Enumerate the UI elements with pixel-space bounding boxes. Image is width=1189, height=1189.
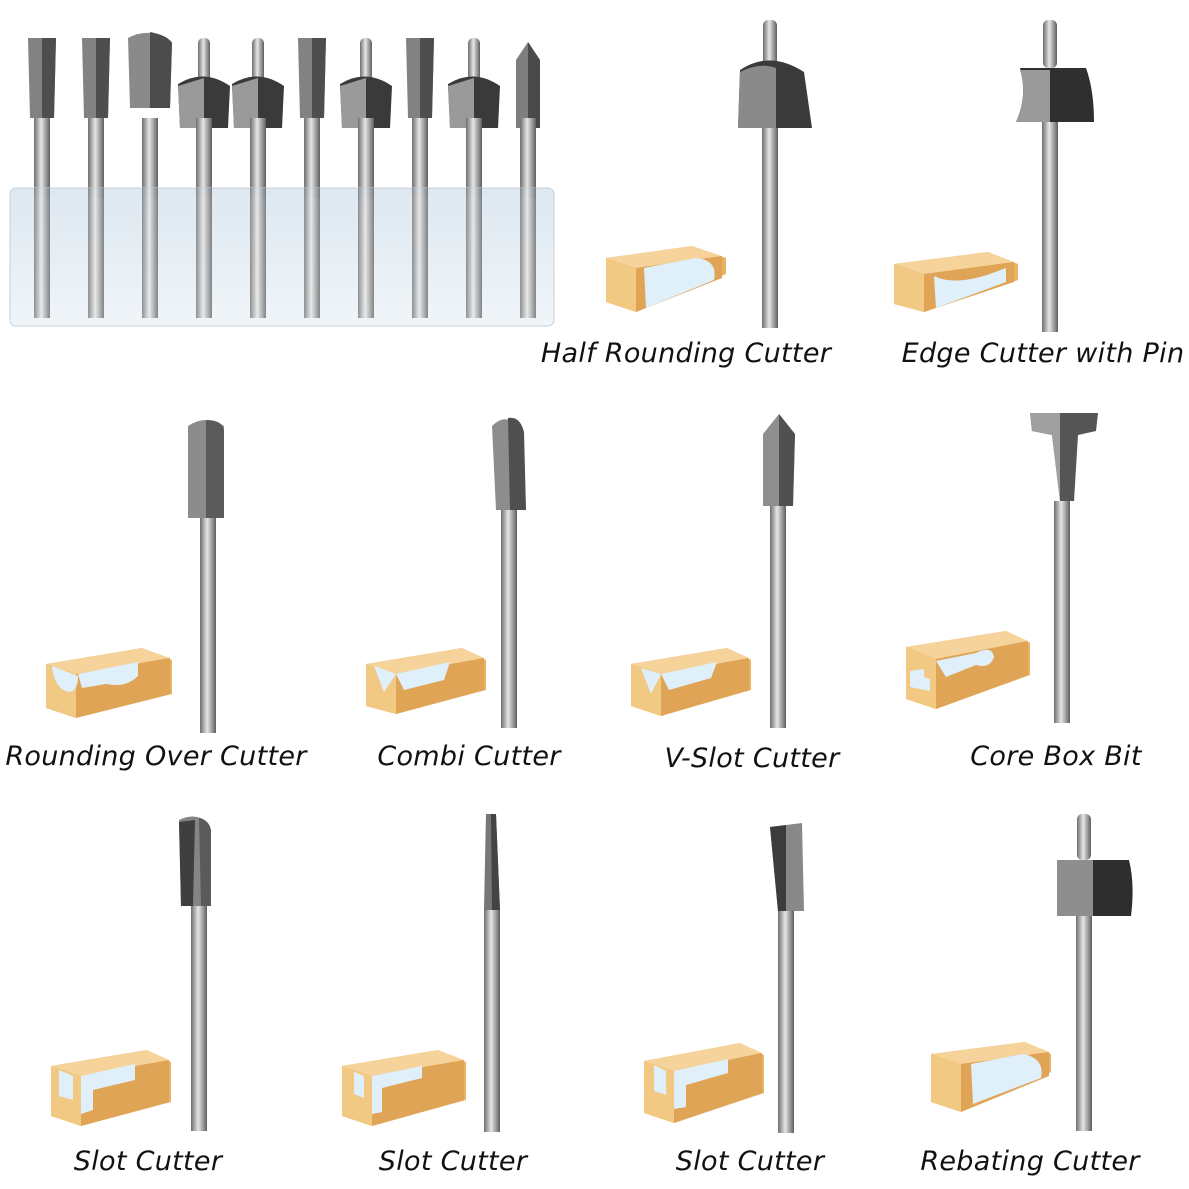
wood-block-square-groove-icon — [342, 1050, 466, 1126]
set-bit-shank — [466, 188, 482, 318]
cutter-cell-slot-medium — [640, 815, 840, 1135]
wood-block-keyhole-icon — [906, 631, 1030, 709]
set-bit-shank — [250, 188, 266, 318]
set-bit-shank — [304, 188, 320, 318]
half-rounding-illustration — [606, 20, 812, 328]
router-bit-set-photo — [9, 32, 555, 327]
set-bit-v-slot-icon — [516, 42, 540, 198]
set-bit-shank — [34, 188, 50, 318]
set-bit-rebating-icon — [178, 38, 230, 198]
set-bit-shank — [142, 188, 158, 318]
cutter-label: Half Rounding Cutter — [540, 338, 832, 369]
rebating-bit-icon — [1057, 814, 1133, 1131]
cutter-cell-combi — [360, 410, 560, 735]
cutter-cell-v-slot — [625, 410, 845, 735]
set-bit-shank — [520, 188, 536, 318]
cutter-cell-core-box — [900, 405, 1120, 730]
core-box-bit-icon — [1030, 413, 1098, 723]
cutter-label: V-Slot Cutter — [664, 743, 840, 774]
wood-block-v-groove-icon — [366, 648, 486, 714]
cutter-label: Core Box Bit — [970, 741, 1142, 772]
v-slot-illustration — [631, 414, 795, 728]
cutter-cell-slot-thin — [338, 810, 538, 1135]
set-bit-core-box-icon — [128, 32, 172, 198]
v-slot-bit-icon — [763, 414, 795, 728]
rounding-over-bit-icon — [188, 420, 224, 733]
cutter-label: Edge Cutter with Pin — [901, 338, 1185, 369]
cutter-label: Slot Cutter — [378, 1146, 528, 1177]
edge-pin-bit-icon — [1016, 20, 1094, 332]
cutter-cell-rebating — [925, 810, 1155, 1135]
combi-bit-icon — [492, 417, 526, 728]
cutter-label: Rounding Over Cutter — [5, 741, 307, 772]
slot-wide-bit-icon — [179, 816, 211, 1131]
wood-block-square-groove-icon — [51, 1050, 171, 1126]
set-bit-shank — [88, 188, 104, 318]
wood-block-square-groove-icon — [644, 1043, 764, 1123]
cutter-label: Slot Cutter — [675, 1146, 825, 1177]
cutter-cell-slot-wide — [45, 810, 255, 1135]
set-bit-slot-icon — [82, 38, 110, 198]
combi-illustration — [366, 417, 526, 728]
slot-wide-illustration — [51, 816, 211, 1131]
cutter-label: Combi Cutter — [377, 741, 561, 772]
set-bit-shank — [196, 188, 212, 318]
slot-medium-illustration — [644, 823, 804, 1133]
core-box-illustration — [906, 413, 1098, 723]
wood-block-round-edge-icon — [931, 1042, 1051, 1112]
wood-block-cove-edge-icon — [894, 252, 1018, 312]
rebating-illustration — [931, 814, 1133, 1131]
cutter-cell-edge-pin — [888, 10, 1178, 332]
wood-block-u-groove-icon — [46, 648, 172, 718]
edge-pin-illustration — [894, 20, 1094, 332]
wood-block-round-edge-icon — [606, 246, 726, 312]
set-bit-shank — [412, 188, 428, 318]
half-rounding-bit-icon — [738, 20, 812, 328]
slot-medium-bit-icon — [770, 823, 804, 1133]
set-bit-slot-small-icon — [298, 38, 326, 198]
cutter-cell-rounding-over — [40, 410, 260, 735]
slot-thin-illustration — [342, 814, 500, 1132]
set-bit-edge-rounding-icon — [448, 38, 500, 198]
set-bit-edge-pin-icon — [340, 38, 392, 198]
wood-block-v-groove-icon — [631, 648, 751, 716]
cutter-label: Rebating Cutter — [920, 1146, 1140, 1177]
set-bit-half-rounding-icon — [232, 38, 284, 198]
rounding-over-illustration — [46, 420, 224, 733]
slot-thin-bit-icon — [484, 814, 500, 1132]
set-bit-slot-2-icon — [406, 38, 434, 198]
cutter-label: Slot Cutter — [73, 1146, 223, 1177]
cutter-cell-half-rounding — [600, 10, 860, 330]
set-bit-shank — [358, 188, 374, 318]
set-bit-combi-icon — [28, 38, 56, 198]
